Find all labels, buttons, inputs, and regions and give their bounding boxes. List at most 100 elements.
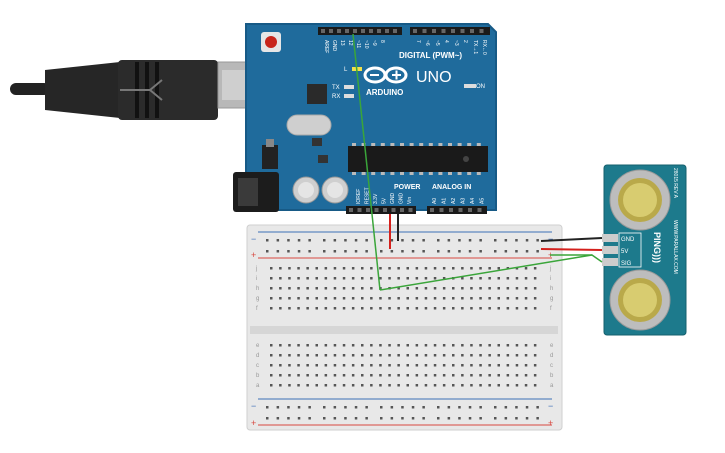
breadboard-hole[interactable] <box>533 297 537 300</box>
breadboard-hole[interactable] <box>270 297 273 300</box>
rail-hole[interactable] <box>504 417 508 420</box>
analog-pin-hole[interactable] <box>430 208 434 212</box>
breadboard-hole[interactable] <box>442 307 446 310</box>
breadboard-hole[interactable] <box>497 354 501 357</box>
rail-hole[interactable] <box>333 417 337 420</box>
breadboard-hole[interactable] <box>361 384 364 387</box>
breadboard-hole[interactable] <box>442 297 446 300</box>
rail-hole[interactable] <box>494 239 497 242</box>
breadboard-hole[interactable] <box>479 307 482 310</box>
rail-hole[interactable] <box>380 250 383 253</box>
header-pin-hole[interactable] <box>422 29 427 33</box>
breadboard-hole[interactable] <box>324 364 328 367</box>
breadboard-hole[interactable] <box>424 277 428 280</box>
header-pin-hole[interactable] <box>361 29 365 33</box>
breadboard-hole[interactable] <box>497 307 501 310</box>
breadboard-hole[interactable] <box>297 267 300 270</box>
breadboard-hole[interactable] <box>288 277 291 280</box>
breadboard-hole[interactable] <box>515 354 519 357</box>
breadboard-hole[interactable] <box>461 307 464 310</box>
rail-hole[interactable] <box>494 406 497 409</box>
breadboard-hole[interactable] <box>297 384 300 387</box>
header-pin-hole[interactable] <box>451 29 455 33</box>
breadboard-hole[interactable] <box>270 364 273 367</box>
breadboard-hole[interactable] <box>497 297 501 300</box>
rail-hole[interactable] <box>536 239 539 242</box>
breadboard-hole[interactable] <box>515 364 519 367</box>
breadboard-hole[interactable] <box>452 307 455 310</box>
breadboard-hole[interactable] <box>452 287 455 290</box>
breadboard-hole[interactable] <box>488 277 491 280</box>
breadboard-hole[interactable] <box>406 354 410 357</box>
breadboard-hole[interactable] <box>315 364 319 367</box>
breadboard-hole[interactable] <box>397 287 400 290</box>
breadboard-hole[interactable] <box>388 374 391 377</box>
breadboard-hole[interactable] <box>461 344 464 347</box>
breadboard-hole[interactable] <box>452 374 455 377</box>
breadboard-hole[interactable] <box>533 354 537 357</box>
breadboard-hole[interactable] <box>351 267 355 270</box>
rail-hole[interactable] <box>494 250 497 253</box>
breadboard-hole[interactable] <box>415 297 419 300</box>
breadboard-hole[interactable] <box>351 307 355 310</box>
rail-hole[interactable] <box>401 417 404 420</box>
breadboard-hole[interactable] <box>488 267 491 270</box>
breadboard-hole[interactable] <box>397 344 400 347</box>
breadboard-hole[interactable] <box>342 297 346 300</box>
breadboard-hole[interactable] <box>506 374 510 377</box>
wires[interactable] <box>352 33 603 291</box>
breadboard-hole[interactable] <box>442 384 446 387</box>
breadboard-hole[interactable] <box>424 374 428 377</box>
breadboard-hole[interactable] <box>524 297 528 300</box>
rail-hole[interactable] <box>344 406 347 409</box>
rail-hole[interactable] <box>390 250 394 253</box>
breadboard-hole[interactable] <box>533 374 537 377</box>
rail-hole[interactable] <box>525 417 529 420</box>
rail-hole[interactable] <box>468 239 472 242</box>
breadboard-hole[interactable] <box>342 267 346 270</box>
breadboard-hole[interactable] <box>388 307 391 310</box>
breadboard-hole[interactable] <box>270 384 273 387</box>
breadboard-hole[interactable] <box>333 364 337 367</box>
breadboard-hole[interactable] <box>497 364 501 367</box>
rail-hole[interactable] <box>494 417 497 420</box>
breadboard-hole[interactable] <box>497 344 501 347</box>
rail-hole[interactable] <box>287 250 290 253</box>
rail-hole[interactable] <box>354 239 358 242</box>
breadboard-hole[interactable] <box>279 267 282 270</box>
breadboard-hole[interactable] <box>470 384 473 387</box>
rail-hole[interactable] <box>468 417 472 420</box>
breadboard-hole[interactable] <box>397 277 400 280</box>
breadboard-hole[interactable] <box>270 307 273 310</box>
breadboard-hole[interactable] <box>506 287 510 290</box>
breadboard-hole[interactable] <box>270 344 273 347</box>
breadboard-hole[interactable] <box>497 384 501 387</box>
rail-hole[interactable] <box>287 406 290 409</box>
breadboard-hole[interactable] <box>415 344 419 347</box>
breadboard-hole[interactable] <box>279 374 282 377</box>
rail-hole[interactable] <box>515 239 518 242</box>
breadboard-hole[interactable] <box>351 384 355 387</box>
breadboard-hole[interactable] <box>306 287 309 290</box>
rail-hole[interactable] <box>411 406 415 409</box>
breadboard-hole[interactable] <box>324 287 328 290</box>
breadboard-hole[interactable] <box>342 384 346 387</box>
rail-hole[interactable] <box>323 250 326 253</box>
breadboard-hole[interactable] <box>379 267 382 270</box>
rail-hole[interactable] <box>515 417 518 420</box>
breadboard-hole[interactable] <box>452 354 455 357</box>
breadboard-hole[interactable] <box>452 344 455 347</box>
breadboard-hole[interactable] <box>279 307 282 310</box>
breadboard-hole[interactable] <box>342 344 346 347</box>
breadboard-hole[interactable] <box>533 344 537 347</box>
rail-hole[interactable] <box>437 250 440 253</box>
breadboard-hole[interactable] <box>397 297 400 300</box>
breadboard-hole[interactable] <box>470 364 473 367</box>
power-pin-hole[interactable] <box>408 208 413 212</box>
breadboard-hole[interactable] <box>370 384 373 387</box>
breadboard-hole[interactable] <box>333 307 337 310</box>
rail-hole[interactable] <box>287 417 290 420</box>
breadboard-hole[interactable] <box>506 297 510 300</box>
rail-hole[interactable] <box>525 239 529 242</box>
breadboard-hole[interactable] <box>488 384 491 387</box>
